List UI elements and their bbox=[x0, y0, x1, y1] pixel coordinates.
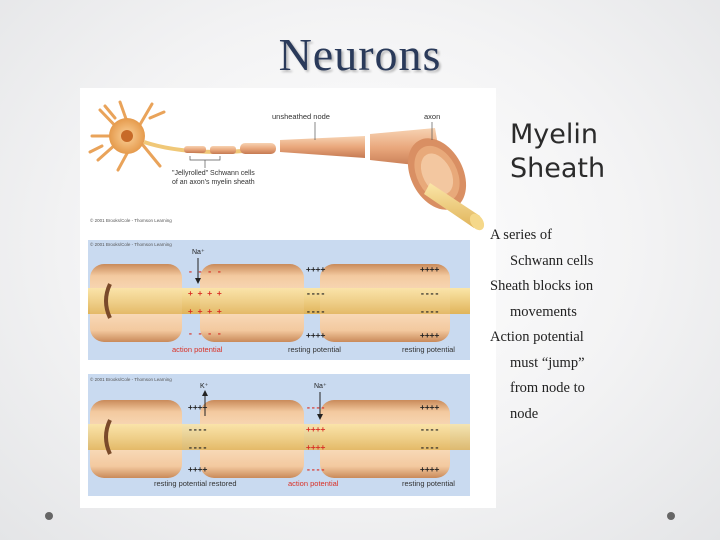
sign-minus: ---- bbox=[188, 425, 207, 434]
panel2-ion-k: K⁺ bbox=[200, 383, 209, 390]
bullet-item: A series of Schwann cells bbox=[490, 223, 715, 274]
bullet-line: Sheath blocks ion bbox=[490, 278, 594, 294]
bullet-line: movements bbox=[510, 303, 577, 320]
sign-plus: + + + + bbox=[188, 289, 222, 298]
sign-plus: ++++ bbox=[420, 265, 439, 274]
sign-minus: ---- bbox=[306, 465, 325, 474]
copyright-panel-2: © 2001 Brooks/Cole - Thomson Learning bbox=[90, 376, 172, 382]
copyright-top: © 2001 Brooks/Cole - Thomson Learning bbox=[90, 217, 172, 223]
sign-minus: ---- bbox=[188, 443, 207, 452]
bullet-line: A series of bbox=[490, 227, 553, 243]
sign-plus: ++++ bbox=[420, 465, 439, 474]
sign-minus: ---- bbox=[420, 307, 439, 316]
myelin-diagram: unsheathed node axon "Jellyrolled" Schwa… bbox=[88, 100, 485, 496]
conduction-panel-1: © 2001 Brooks/Cole - Thomson Learning Na… bbox=[88, 240, 470, 360]
sign-minus: ---- bbox=[420, 289, 439, 298]
slide-title: Neurons bbox=[278, 29, 442, 80]
sign-minus: ---- bbox=[306, 307, 325, 316]
sign-plus: ++++ bbox=[188, 465, 207, 474]
corner-dot-left bbox=[45, 512, 53, 520]
label-axon: axon bbox=[424, 112, 440, 121]
myelin-sheath-heading: Myelin Sheath bbox=[510, 118, 605, 186]
bullet-line: from node to bbox=[510, 380, 585, 396]
label-schwann-line1: "Jellyrolled" Schwann cells bbox=[172, 170, 255, 177]
conduction-panel-2: © 2001 Brooks/Cole - Thomson Learning K⁺… bbox=[88, 374, 470, 496]
sign-plus: ++++ bbox=[420, 331, 439, 340]
sign-plus: ++++ bbox=[306, 425, 325, 434]
heading-line: Sheath bbox=[510, 153, 606, 184]
sign-plus: + + + + bbox=[188, 307, 222, 316]
label-unsheathed-node: unsheathed node bbox=[272, 112, 330, 121]
sign-minus: ---- bbox=[420, 443, 439, 452]
sign-minus: ---- bbox=[306, 289, 325, 298]
panel2-label-action: action potential bbox=[288, 479, 339, 488]
bullet-line: must “jump” bbox=[510, 354, 585, 371]
copyright-panel-1: © 2001 Brooks/Cole - Thomson Learning bbox=[90, 241, 172, 247]
sign-plus: ++++ bbox=[306, 265, 325, 274]
label-schwann-line2: of an axon's myelin sheath bbox=[172, 179, 255, 186]
sign-plus: ++++ bbox=[188, 403, 207, 412]
sign-minus: - - - - bbox=[188, 329, 222, 338]
sign-plus: ++++ bbox=[420, 403, 439, 412]
myelin-segments bbox=[184, 128, 485, 231]
bullet-line: Action potential bbox=[490, 329, 584, 345]
bullet-list: A series of Schwann cells Sheath blocks … bbox=[490, 223, 715, 427]
sign-plus: ++++ bbox=[306, 443, 325, 452]
panel1-ion-na: Na⁺ bbox=[192, 249, 205, 256]
panel1-label-resting: resting potential bbox=[288, 345, 341, 354]
panel2-label-resting: resting potential bbox=[402, 479, 455, 488]
panel1-label-action: action potential bbox=[172, 345, 223, 354]
sign-plus: ++++ bbox=[306, 331, 325, 340]
myelin-figure: unsheathed node axon "Jellyrolled" Schwa… bbox=[80, 88, 496, 508]
panel2-label-restored: resting potential restored bbox=[154, 479, 237, 488]
bullet-item: Sheath blocks ion movements bbox=[490, 274, 715, 325]
sign-minus: - - - - bbox=[188, 267, 222, 276]
panel1-label-resting: resting potential bbox=[402, 345, 455, 354]
sign-minus: ---- bbox=[306, 403, 325, 412]
panel2-ion-na: Na⁺ bbox=[314, 383, 327, 390]
sign-minus: ---- bbox=[420, 425, 439, 434]
bullet-line: Schwann cells bbox=[510, 252, 594, 269]
neuron-illustration: unsheathed node axon "Jellyrolled" Schwa… bbox=[88, 100, 485, 231]
corner-dot-right bbox=[667, 512, 675, 520]
bullet-item: Action potential must “jump” from node t… bbox=[490, 325, 715, 427]
bullet-line: node bbox=[510, 405, 539, 422]
heading-line: Myelin bbox=[510, 119, 599, 150]
